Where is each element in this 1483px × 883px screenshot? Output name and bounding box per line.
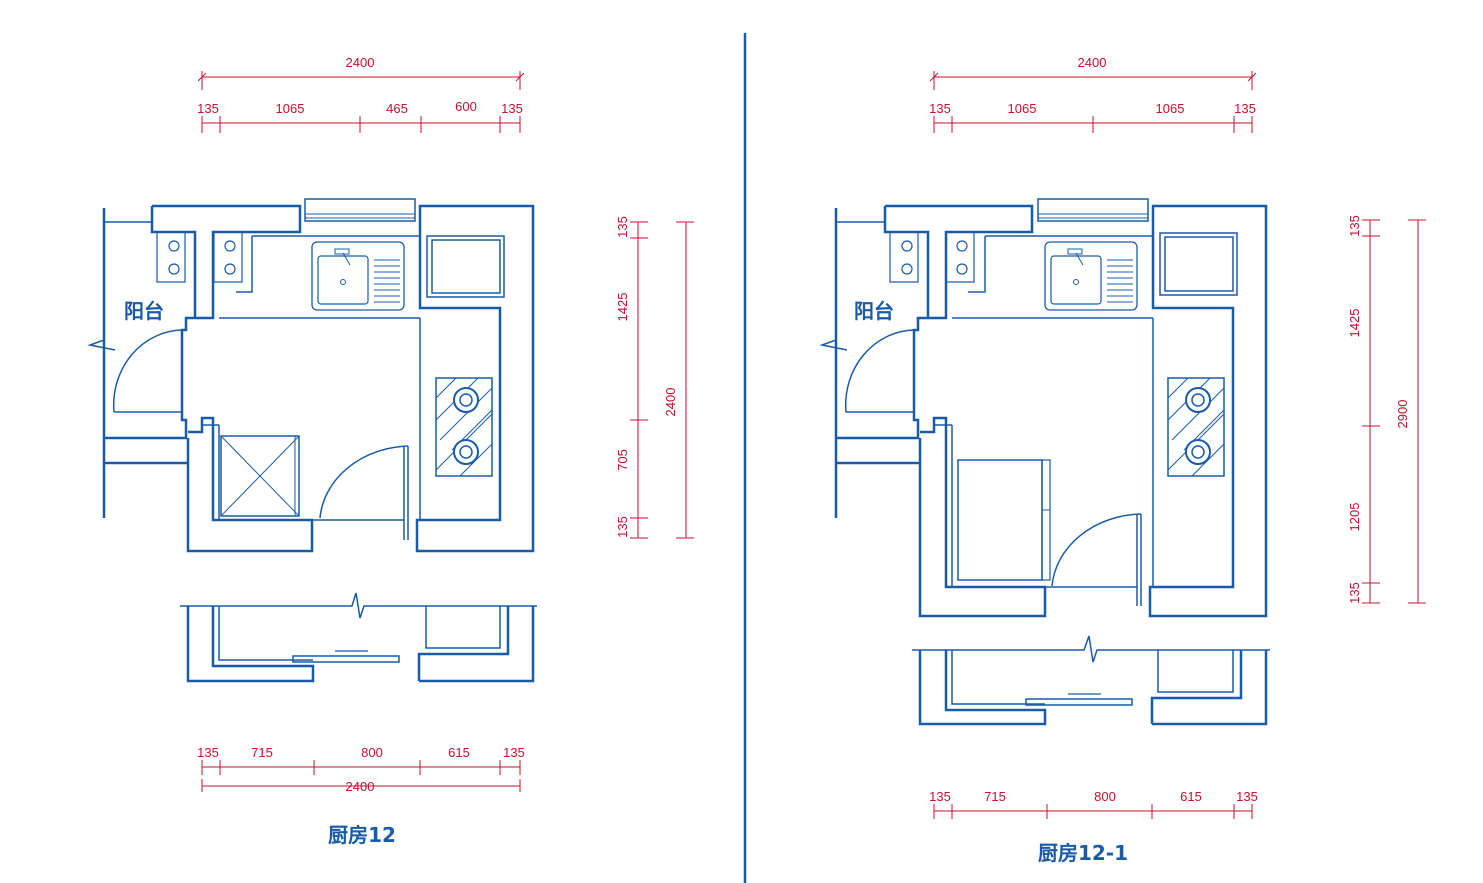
dim-bottom-seg: 615 bbox=[448, 745, 470, 760]
dim-right-seg: 1205 bbox=[1347, 503, 1362, 532]
window-top bbox=[304, 198, 416, 222]
cabinet-icon bbox=[957, 459, 1051, 581]
dim-top-seg: 1065 bbox=[276, 101, 305, 116]
top-dimension: 2400 135 1065 465 600 135 bbox=[197, 55, 525, 133]
plan-kitchen-12-1: 2400 135 1065 1065 135 135 1425 1205 bbox=[819, 55, 1426, 865]
dim-total-top: 2400 bbox=[1078, 55, 1107, 70]
dim-bottom-total: 2400 bbox=[346, 779, 375, 794]
dim-top-seg: 1065 bbox=[1156, 101, 1185, 116]
bottom-dimension: 135 715 800 615 135 2400 bbox=[197, 745, 525, 794]
break-line bbox=[87, 339, 116, 351]
refrigerator-icon bbox=[220, 435, 300, 517]
dim-bottom-seg: 135 bbox=[197, 745, 219, 760]
gas-stove-icon bbox=[435, 377, 493, 477]
dim-top-seg: 135 bbox=[501, 101, 523, 116]
dim-bottom-seg: 800 bbox=[361, 745, 383, 760]
dim-top-seg: 465 bbox=[386, 101, 408, 116]
dim-bottom-seg: 615 bbox=[1180, 789, 1202, 804]
gas-meter-icon bbox=[889, 231, 975, 283]
window-top bbox=[1037, 198, 1149, 222]
right-dimension: 135 1425 705 135 2400 bbox=[615, 216, 694, 539]
door-swing bbox=[844, 329, 1142, 606]
dim-top-seg: 135 bbox=[1234, 101, 1256, 116]
dim-right-seg: 135 bbox=[615, 516, 630, 538]
sink-icon bbox=[1044, 241, 1138, 311]
kitchen-section bbox=[912, 635, 1270, 726]
gas-meter-icon bbox=[156, 231, 243, 283]
dim-right-seg: 1425 bbox=[1347, 309, 1362, 338]
kitchen-walls bbox=[102, 204, 535, 553]
bottom-dimension: 135 715 800 615 135 bbox=[929, 789, 1258, 819]
balcony-label: 阳台 bbox=[124, 299, 164, 323]
dim-bottom-seg: 715 bbox=[984, 789, 1006, 804]
dim-bottom-seg: 135 bbox=[929, 789, 951, 804]
plan-title: 厨房12-1 bbox=[1038, 841, 1128, 865]
dim-total-top: 2400 bbox=[346, 55, 375, 70]
dim-bottom-seg: 135 bbox=[1236, 789, 1258, 804]
door-swing bbox=[112, 329, 409, 540]
kitchen-section bbox=[180, 592, 537, 683]
dim-top-seg: 135 bbox=[197, 101, 219, 116]
dim-right-total: 2900 bbox=[1395, 400, 1410, 429]
dim-right-seg: 135 bbox=[615, 216, 630, 238]
plan-kitchen-12: 2400 135 1065 465 600 135 135 bbox=[87, 55, 694, 847]
dim-right-seg: 705 bbox=[615, 449, 630, 471]
gas-stove-icon bbox=[1167, 377, 1225, 477]
sink-icon bbox=[311, 241, 405, 311]
dim-top-seg: 600 bbox=[455, 99, 477, 114]
dim-right-seg: 135 bbox=[1347, 582, 1362, 604]
dim-right-seg: 1425 bbox=[615, 293, 630, 322]
dim-right-total: 2400 bbox=[663, 388, 678, 417]
balcony-label: 阳台 bbox=[854, 299, 894, 323]
break-line bbox=[819, 339, 848, 351]
dim-right-seg: 135 bbox=[1347, 215, 1362, 237]
dim-bottom-seg: 135 bbox=[503, 745, 525, 760]
dim-top-seg: 135 bbox=[929, 101, 951, 116]
dim-bottom-seg: 715 bbox=[251, 745, 273, 760]
dim-top-seg: 1065 bbox=[1008, 101, 1037, 116]
dim-bottom-seg: 800 bbox=[1094, 789, 1116, 804]
top-dimension: 2400 135 1065 1065 135 bbox=[929, 55, 1257, 133]
plan-title: 厨房12 bbox=[328, 823, 396, 847]
kitchen-walls bbox=[834, 204, 1268, 618]
right-dimension: 135 1425 1205 135 2900 bbox=[1347, 215, 1426, 604]
